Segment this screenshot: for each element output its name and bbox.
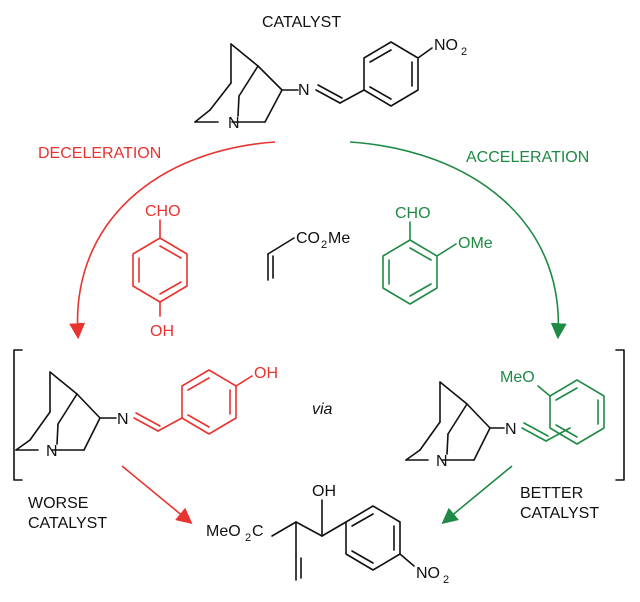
better-catalyst-molecule — [405, 379, 605, 461]
product-meo2c-label: MeO — [206, 523, 241, 540]
better-imine-n: N — [505, 421, 517, 438]
right-bracket — [615, 349, 625, 481]
acrylate-co-subscript: 2 — [321, 239, 327, 251]
product-nitro-label: NO — [416, 565, 440, 582]
catalyst-bridgehead-n: N — [228, 115, 240, 132]
acceleration-arrow — [349, 141, 567, 340]
better-meo-label: MeO — [500, 369, 535, 386]
better-label-line2: CATALYST — [520, 505, 599, 522]
better-to-product-arrow — [441, 465, 513, 525]
worse-label-line2: CATALYST — [28, 515, 107, 532]
product-molecule — [271, 499, 415, 581]
hydroxybenzaldehyde-cho: CHO — [145, 203, 181, 220]
worse-to-product-arrow — [121, 465, 193, 525]
deceleration-label: DECELERATION — [38, 145, 161, 162]
product-meo2c-c: C — [252, 523, 264, 540]
acrylate-me-label: Me — [328, 230, 350, 247]
hydroxybenzaldehyde-oh: OH — [150, 323, 174, 340]
catalyst-imine-n: N — [298, 82, 310, 99]
product-meo2c-subscript: 2 — [245, 532, 251, 544]
worse-catalyst-molecule — [15, 369, 253, 451]
acrylate-co-label: CO — [296, 230, 320, 247]
product-nitro-subscript: 2 — [443, 574, 449, 586]
hydroxybenzaldehyde-molecule — [132, 219, 188, 317]
catalyst-label: CATALYST — [262, 14, 341, 31]
worse-bridgehead-n: N — [46, 443, 58, 460]
worse-oh-label: OH — [254, 365, 278, 382]
catalyst-nitro-label: NO — [434, 37, 458, 54]
better-bridgehead-n: N — [436, 453, 448, 470]
worse-imine-n: N — [117, 411, 129, 428]
methyl-acrylate-molecule — [267, 237, 295, 281]
methoxybenzaldehyde-ome: OMe — [458, 235, 493, 252]
left-bracket — [13, 349, 23, 481]
methoxybenzaldehyde-cho: CHO — [395, 205, 431, 222]
catalyst-nitro-subscript: 2 — [461, 46, 467, 58]
worse-label-line1: WORSE — [28, 495, 88, 512]
better-label-line1: BETTER — [520, 485, 583, 502]
catalyst-molecule — [194, 41, 433, 123]
acceleration-label: ACCELERATION — [466, 149, 589, 166]
via-label: via — [312, 401, 333, 418]
product-oh-label: OH — [312, 483, 336, 500]
deceleration-arrow — [69, 141, 276, 340]
methoxybenzaldehyde-molecule — [382, 221, 457, 305]
